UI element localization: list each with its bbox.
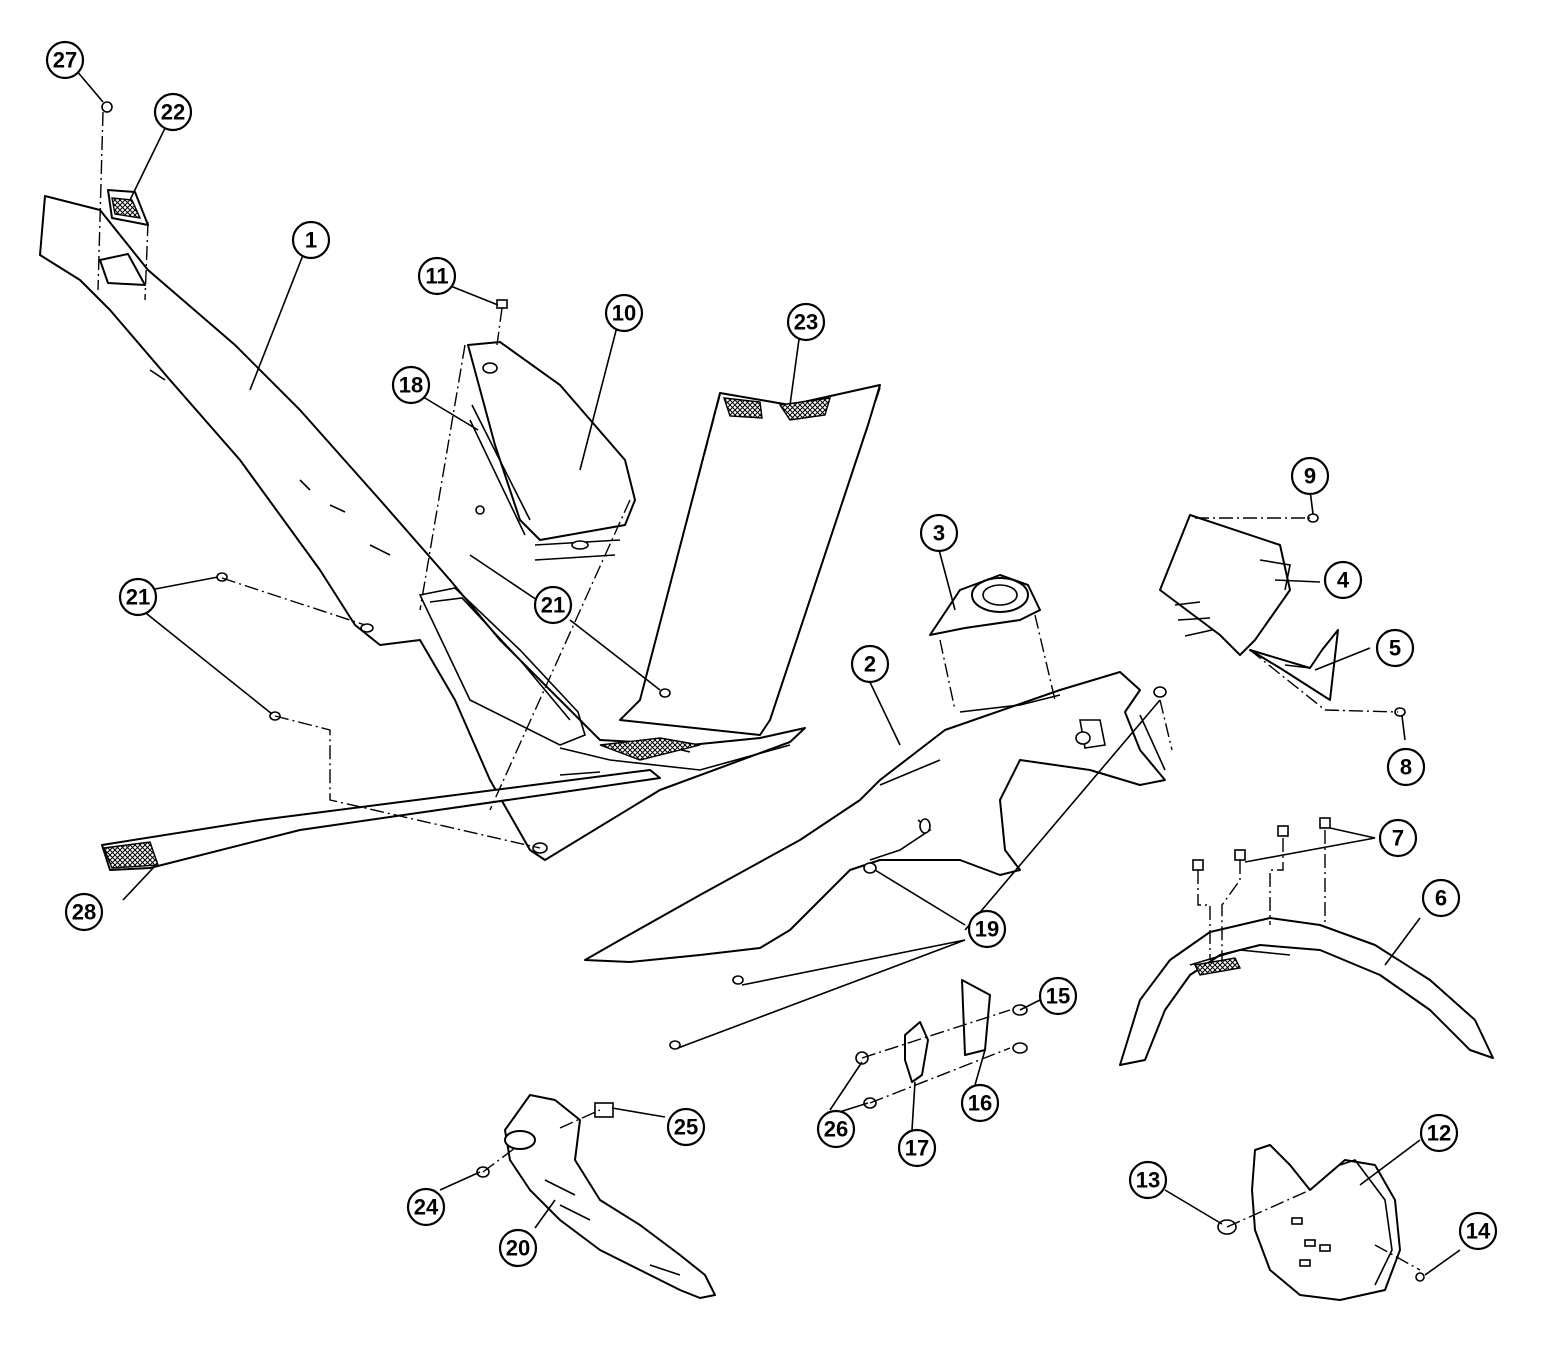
callout-27: 27 (45, 40, 85, 80)
callout-16: 16 (960, 1083, 1000, 1123)
callout-28: 28 (64, 892, 104, 932)
leader-lines (75, 69, 1461, 1276)
part-3-filler-cover (929, 574, 1041, 636)
callout-20-label: 20 (506, 1236, 530, 1261)
callout-6: 6 (1421, 878, 1461, 918)
fasteners (101, 101, 1425, 1282)
part-17-bracket (904, 1021, 929, 1083)
callout-17-label: 17 (905, 1136, 929, 1161)
callout-24: 24 (406, 1187, 446, 1227)
callout-7-label: 7 (1392, 826, 1404, 851)
callout-14-label: 14 (1466, 1219, 1491, 1244)
callout-15-label: 15 (1046, 984, 1070, 1009)
part-20-rear-bracket (504, 1094, 716, 1299)
callout-8-label: 8 (1400, 755, 1412, 780)
callout-15: 15 (1038, 976, 1078, 1016)
callout-13: 13 (1128, 1160, 1168, 1200)
callout-10: 10 (604, 293, 644, 333)
callout-18: 18 (391, 365, 431, 405)
callout-27-label: 27 (53, 48, 77, 73)
callout-11: 11 (417, 256, 457, 296)
callout-16-label: 16 (968, 1091, 992, 1116)
callout-6-label: 6 (1435, 886, 1447, 911)
callout-20: 20 (498, 1228, 538, 1268)
callout-4: 4 (1323, 560, 1363, 600)
callout-10-label: 10 (612, 301, 636, 326)
assembly-lines (97, 111, 1421, 1271)
callout-5: 5 (1375, 628, 1415, 668)
callout-25: 25 (666, 1107, 706, 1147)
part-6-front-fender (1119, 917, 1494, 1066)
callout-1: 1 (291, 220, 331, 260)
part-10-inner-panel (467, 341, 636, 561)
callout-2: 2 (850, 644, 890, 684)
callout-19: 19 (967, 909, 1007, 949)
callout-8: 8 (1386, 747, 1426, 787)
part-1-side-cover (39, 195, 806, 861)
callout-23: 23 (786, 302, 826, 342)
callout-13-label: 13 (1136, 1168, 1160, 1193)
callout-3-label: 3 (933, 521, 945, 546)
callout-21-center: 21 (533, 585, 573, 625)
callout-26: 26 (816, 1109, 856, 1149)
callout-12: 12 (1419, 1113, 1459, 1153)
part-28-lower-trim (101, 769, 661, 871)
callout-28-label: 28 (72, 900, 96, 925)
callout-1-label: 1 (305, 228, 317, 253)
callout-4-label: 4 (1337, 568, 1350, 593)
callout-7: 7 (1378, 818, 1418, 858)
part-23-front-panel (619, 384, 881, 736)
callout-11-label: 11 (425, 264, 448, 289)
callout-22-label: 22 (161, 100, 185, 125)
callout-14: 14 (1458, 1211, 1498, 1251)
part-4-bracket-cover (1159, 514, 1291, 656)
callout-21-left: 21 (118, 577, 158, 617)
callout-25-label: 25 (674, 1115, 698, 1140)
part-2-center-cover (584, 671, 1166, 963)
callout-5-label: 5 (1389, 636, 1401, 661)
callout-9: 9 (1290, 456, 1330, 496)
callout-24-label: 24 (414, 1195, 439, 1220)
callout-23-label: 23 (794, 310, 818, 335)
callout-2-label: 2 (864, 652, 876, 677)
callout-21-center-label: 21 (541, 593, 565, 618)
callout-12-label: 12 (1427, 1121, 1451, 1146)
callout-19-label: 19 (975, 917, 999, 942)
callout-17: 17 (897, 1128, 937, 1168)
callout-3: 3 (919, 513, 959, 553)
callout-9-label: 9 (1304, 464, 1316, 489)
callout-21-left-label: 21 (126, 585, 150, 610)
callout-22: 22 (153, 92, 193, 132)
callout-26-label: 26 (824, 1117, 848, 1142)
part-12-disc-guard (1251, 1144, 1401, 1301)
part-5-bracket (1249, 629, 1339, 701)
callout-18-label: 18 (399, 373, 423, 398)
